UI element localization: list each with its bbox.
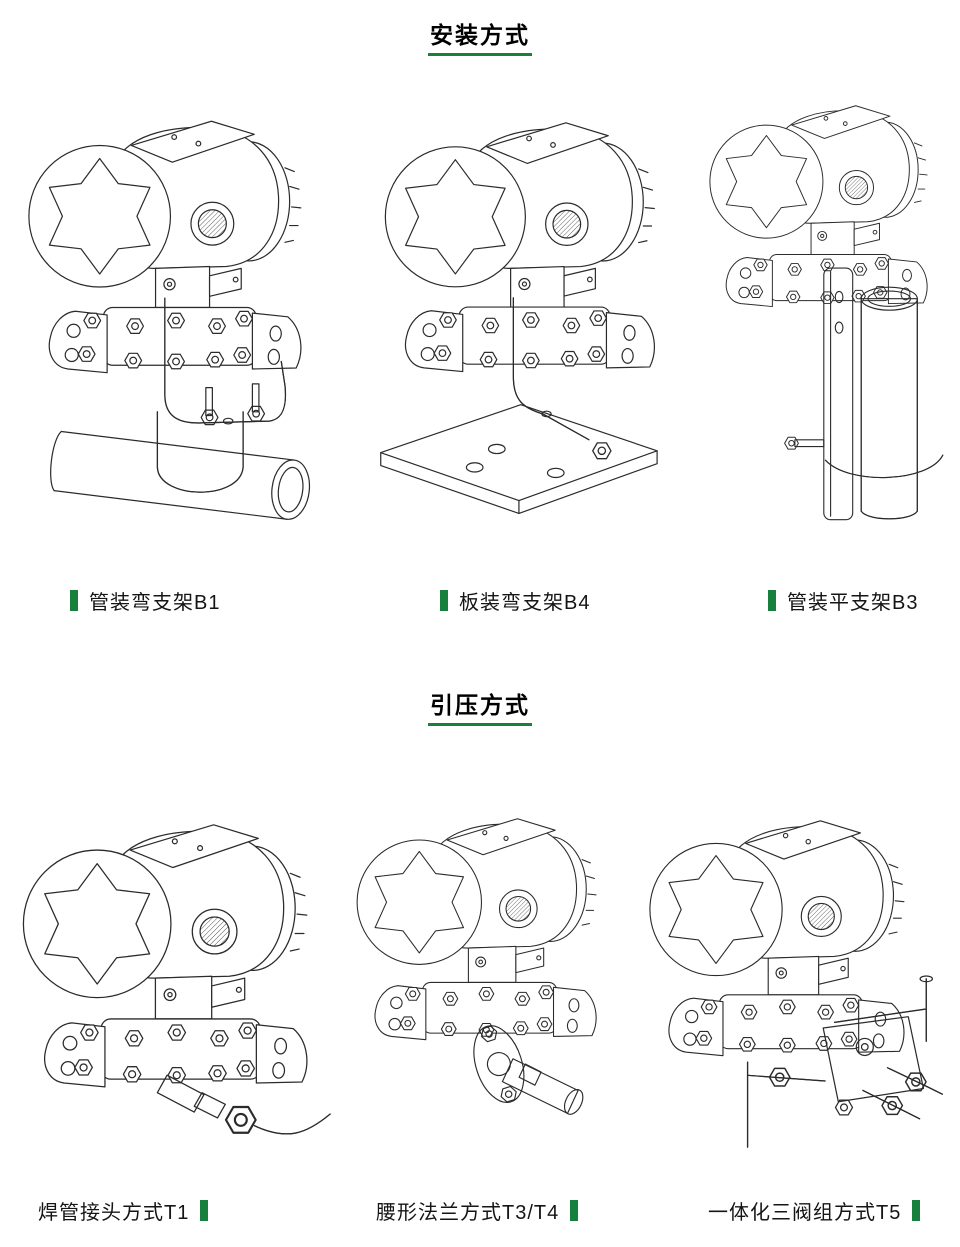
u-bolt [156, 411, 244, 493]
u-bolt [784, 436, 944, 479]
caption-marker [912, 1200, 921, 1221]
mounting-plate [380, 404, 658, 515]
transmitter [385, 123, 654, 372]
transmitter [710, 106, 927, 307]
welded-pipe-joint [156, 1074, 331, 1135]
pipe-vertical [860, 286, 918, 520]
flat-bracket [823, 267, 854, 521]
section-title-row-impulse: 引压方式 [0, 686, 960, 726]
section-title-installation: 安装方式 [428, 16, 532, 56]
figure-caption-b3: 管装平支架B3 [768, 586, 918, 615]
caption-text: 一体化三阀组方式T5 [708, 1202, 902, 1224]
caption-text: 管装弯支架B1 [89, 592, 221, 614]
section-title-impulse: 引压方式 [428, 686, 532, 726]
bent-bracket [512, 297, 590, 441]
figure-t3t4-drawing [344, 786, 608, 1115]
figure-caption-b1: 管装弯支架B1 [70, 586, 220, 615]
figure-caption-t5: 一体化三阀组方式T5 [708, 1196, 921, 1225]
caption-marker [200, 1200, 209, 1221]
caption-text: 板装弯支架B4 [459, 592, 591, 614]
pipe-stub [501, 1058, 584, 1115]
figure-t5-drawing [636, 786, 943, 1148]
pipe-horizontal [50, 430, 311, 520]
caption-marker [570, 1200, 579, 1221]
section-title-row-installation: 安装方式 [0, 16, 960, 56]
figure-b3-drawing [698, 76, 944, 521]
transmitter [23, 825, 306, 1087]
figure-b4-drawing [380, 86, 658, 515]
caption-text: 焊管接头方式T1 [38, 1202, 190, 1224]
waist-flange [473, 1024, 525, 1104]
caption-marker [70, 590, 78, 611]
caption-text: 腰形法兰方式T3/T4 [376, 1202, 560, 1224]
bent-bracket [164, 297, 287, 426]
figure-caption-t1: 焊管接头方式T1 [38, 1196, 209, 1225]
caption-marker [768, 590, 776, 611]
transmitter [357, 819, 596, 1040]
caption-marker [440, 590, 448, 611]
figure-caption-t3t4: 腰形法兰方式T3/T4 [376, 1196, 579, 1225]
figure-b1-drawing [14, 84, 311, 520]
three-valve-manifold [746, 975, 943, 1148]
figure-caption-b4: 板装弯支架B4 [440, 586, 590, 615]
figure-t1-drawing [4, 786, 331, 1135]
transmitter [650, 821, 904, 1056]
caption-text: 管装平支架B3 [787, 592, 919, 614]
